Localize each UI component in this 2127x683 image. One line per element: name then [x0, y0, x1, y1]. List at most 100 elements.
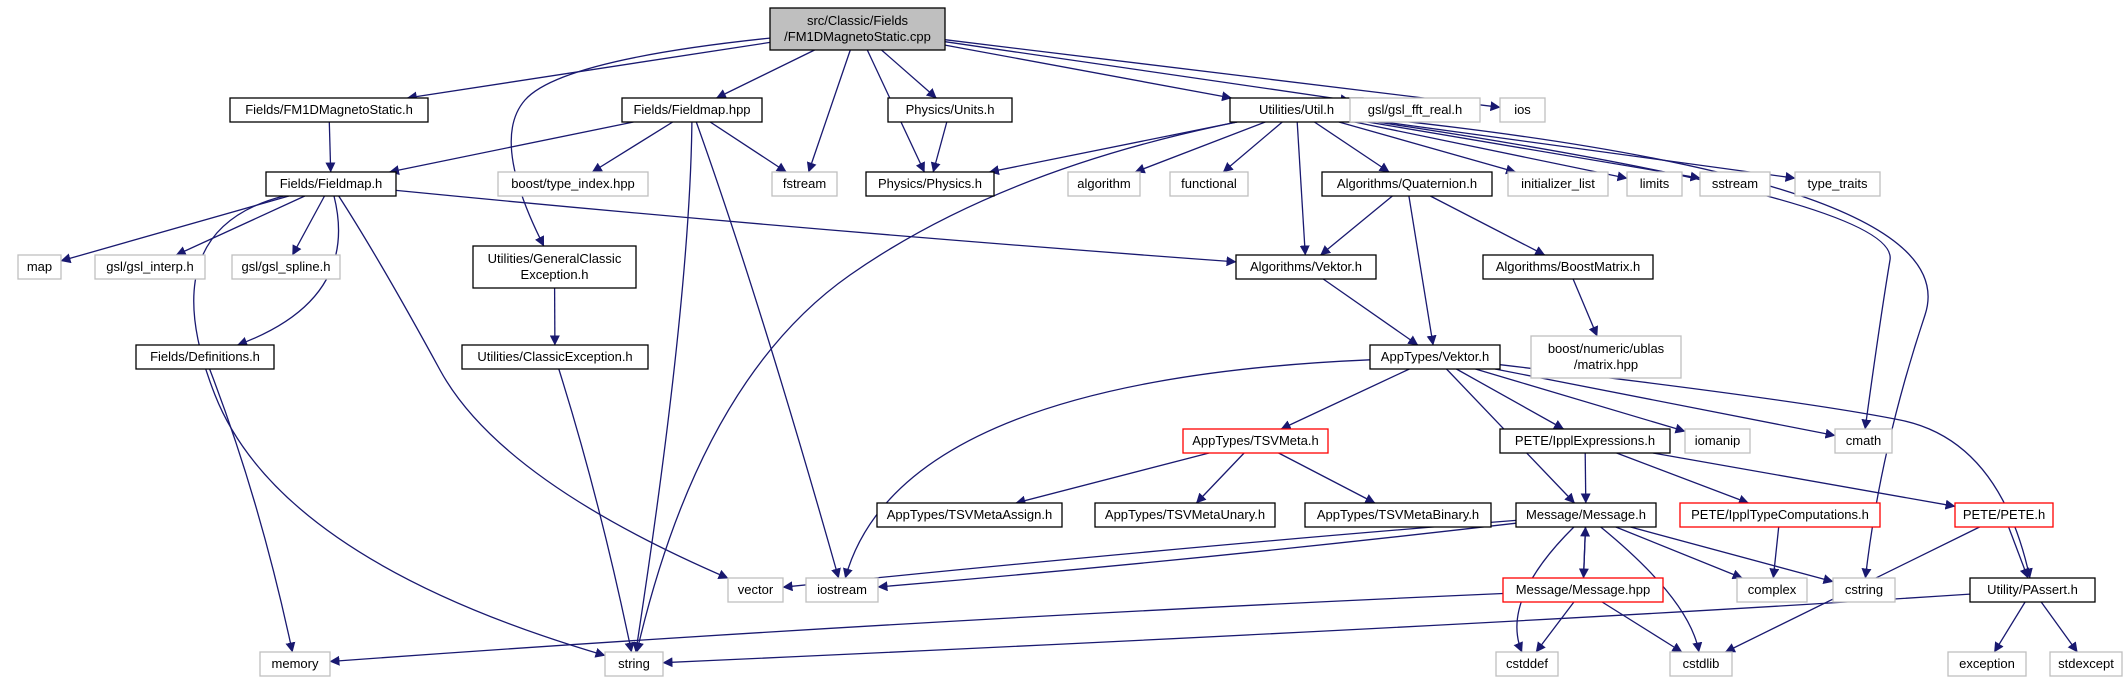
node-algvektor[interactable]: Algorithms/Vektor.h — [1235, 254, 1377, 280]
node-label: PETE/PETE.h — [1963, 507, 2045, 522]
node-initlist: initializer_list — [1507, 171, 1609, 197]
node-root[interactable]: src/Classic/Fields/FM1DMagnetoStatic.cpp — [769, 7, 946, 51]
node-ios: ios — [1499, 97, 1546, 123]
node-box — [1067, 171, 1141, 197]
node-tsvunary[interactable]: AppTypes/TSVMetaUnary.h — [1094, 502, 1276, 528]
node-box — [1507, 171, 1609, 197]
node-box — [1499, 97, 1546, 123]
node-box — [727, 577, 784, 603]
node-ublas: boost/numeric/ublas/matrix.hpp — [1530, 335, 1682, 379]
node-physunits[interactable]: Physics/Units.h — [887, 97, 1013, 123]
edge-appvektor-to-iomanip — [1475, 368, 1686, 434]
node-string: string — [604, 651, 664, 677]
node-ipplexpr[interactable]: PETE/IpplExpressions.h — [1499, 428, 1671, 454]
edge-root-to-physunits — [881, 49, 937, 99]
node-msgh[interactable]: Message/Message.h — [1515, 502, 1657, 528]
node-cmath: cmath — [1834, 428, 1893, 454]
node-label: stdexcept — [2058, 656, 2114, 671]
node-label: Fields/FM1DMagnetoStatic.h — [245, 102, 413, 117]
node-box — [461, 344, 649, 370]
node-label: iostream — [817, 582, 867, 597]
edge-fieldmaphpp-to-string — [632, 121, 693, 653]
node-box — [1304, 502, 1492, 528]
node-box — [876, 502, 1063, 528]
edge-msghpp-to-cstdlib — [1601, 601, 1683, 653]
node-tsvmeta[interactable]: AppTypes/TSVMeta.h — [1182, 428, 1329, 454]
node-label: fstream — [783, 176, 826, 191]
node-pete[interactable]: PETE/PETE.h — [1954, 502, 2054, 528]
edge-root-to-fstream — [806, 49, 851, 173]
edge-root-to-fm1d — [406, 41, 771, 102]
node-boostmatrix[interactable]: Algorithms/BoostMatrix.h — [1482, 254, 1654, 280]
node-label: boost/numeric/ublas — [1548, 341, 1665, 356]
edge-fieldmaphpp-to-iostream — [695, 121, 841, 579]
edge-msghpp-to-memory — [329, 592, 1504, 666]
node-box — [1229, 97, 1364, 123]
edge-root-to-gslfft — [944, 41, 1351, 105]
edge-fieldmaph-to-map — [60, 195, 290, 264]
node-util[interactable]: Utilities/Util.h — [1229, 97, 1364, 123]
node-map: map — [17, 254, 62, 280]
node-ippltype[interactable]: PETE/IpplTypeComputations.h — [1679, 502, 1881, 528]
edge-fieldmaph-to-string — [193, 195, 606, 658]
node-label: AppTypes/Vektor.h — [1381, 349, 1489, 364]
edge-layer — [60, 37, 2078, 668]
node-box — [135, 344, 275, 370]
node-label: string — [618, 656, 650, 671]
node-box — [1684, 428, 1751, 454]
edge-ipplexpr-to-msgh — [1580, 452, 1591, 504]
node-box — [1094, 502, 1276, 528]
node-fieldmaphpp[interactable]: Fields/Fieldmap.hpp — [621, 97, 763, 123]
edge-root-to-fieldmaphpp — [716, 49, 815, 99]
node-msghpp[interactable]: Message/Message.hpp — [1502, 577, 1664, 603]
edge-tsvmeta-to-tsvunary — [1195, 452, 1245, 504]
node-label: AppTypes/TSVMeta.h — [1192, 433, 1318, 448]
edge-fieldmaph-to-definitions — [237, 195, 340, 347]
node-label: limits — [1640, 176, 1670, 191]
edge-ipplexpr-to-pete — [1652, 452, 1956, 510]
node-label: memory — [272, 656, 319, 671]
node-label: cstdlib — [1683, 656, 1720, 671]
node-box — [1349, 97, 1481, 123]
node-fm1d[interactable]: Fields/FM1DMagnetoStatic.h — [229, 97, 429, 123]
node-definitions[interactable]: Fields/Definitions.h — [135, 344, 275, 370]
node-box — [865, 171, 995, 197]
node-vector: vector — [727, 577, 784, 603]
node-box — [1832, 577, 1896, 603]
edge-pete-to-passert — [2007, 526, 2030, 579]
node-quaternion[interactable]: Algorithms/Quaternion.h — [1321, 171, 1493, 197]
node-label: AppTypes/TSVMetaUnary.h — [1105, 507, 1265, 522]
node-box — [231, 254, 341, 280]
node-label: cmath — [1846, 433, 1881, 448]
node-passert[interactable]: Utility/PAssert.h — [1969, 577, 2096, 603]
edge-util-to-quaternion — [1314, 121, 1390, 173]
node-algorithm: algorithm — [1067, 171, 1141, 197]
edge-util-to-string — [634, 121, 1238, 653]
node-memory: memory — [259, 651, 331, 677]
edge-passert-to-stdexcept — [2040, 601, 2078, 653]
node-label: Fields/Definitions.h — [150, 349, 260, 364]
node-box — [1947, 651, 2027, 677]
node-tsvassign[interactable]: AppTypes/TSVMetaAssign.h — [876, 502, 1063, 528]
node-label: boost/type_index.hpp — [511, 176, 635, 191]
node-label: Message/Message.h — [1526, 507, 1646, 522]
node-label: Fields/Fieldmap.h — [280, 176, 383, 191]
edge-physunits-to-physics — [930, 121, 948, 173]
edge-fieldmaphpp-to-fstream — [709, 121, 787, 173]
edge-fieldmaph-to-gslspline — [291, 195, 326, 256]
node-iostream: iostream — [805, 577, 879, 603]
node-cstddef: cstddef — [1495, 651, 1559, 677]
edge-fm1d-to-fieldmaph — [325, 121, 336, 173]
node-classicexc[interactable]: Utilities/ClassicException.h — [461, 344, 649, 370]
node-physics[interactable]: Physics/Physics.h — [865, 171, 995, 197]
node-fieldmaph[interactable]: Fields/Fieldmap.h — [265, 171, 397, 197]
node-label: Physics/Units.h — [906, 102, 995, 117]
node-label: cstring — [1845, 582, 1883, 597]
node-label: src/Classic/Fields — [807, 13, 909, 28]
node-box — [472, 245, 637, 289]
node-appvektor[interactable]: AppTypes/Vektor.h — [1369, 344, 1501, 370]
node-tsvbinary[interactable]: AppTypes/TSVMetaBinary.h — [1304, 502, 1492, 528]
edge-passert-to-string — [662, 593, 1971, 668]
